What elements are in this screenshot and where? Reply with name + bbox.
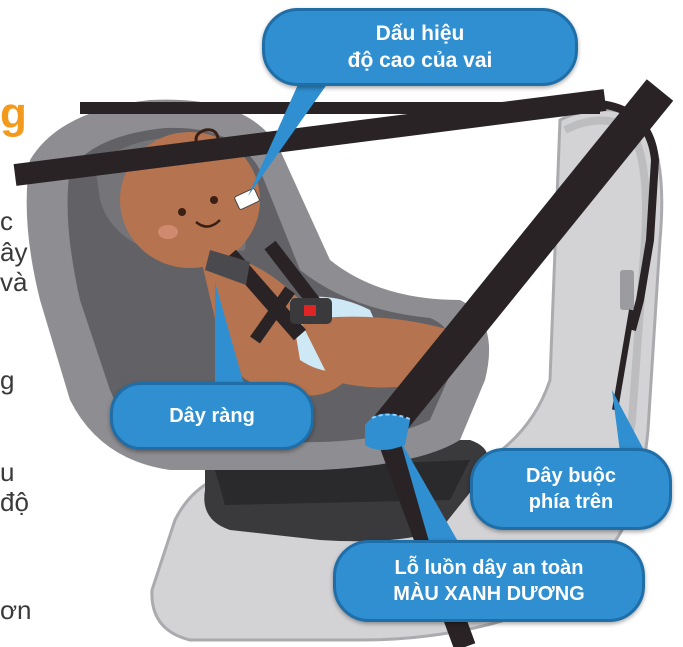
left-text-line: độ [0, 488, 29, 516]
belt-path-marker [365, 414, 410, 450]
callout-tether-line-1: Dây buộc [526, 463, 616, 489]
baby-eye-left [178, 208, 186, 216]
left-text-line: ơn [0, 596, 32, 624]
left-text-accent: g [0, 92, 27, 136]
callout-belt-line-2: MÀU XANH DƯƠNG [393, 581, 584, 607]
callout-belt-path: Lỗ luồn dây an toàn MÀU XANH DƯƠNG [333, 540, 645, 622]
callout-harness: Dây ràng [110, 382, 314, 450]
callout-harness-label: Dây ràng [169, 405, 255, 428]
callout-shoulder-line-2: độ cao của vai [348, 47, 493, 74]
callout-belt-line-1: Lỗ luồn dây an toàn [395, 555, 584, 581]
buckle-button [304, 305, 316, 316]
baby-cheek [158, 225, 178, 239]
left-text-line: u [0, 458, 14, 486]
left-text-line: g [0, 366, 14, 394]
callout-tether-line-2: phía trên [529, 489, 613, 515]
callout-shoulder-line-1: Dấu hiệu [376, 20, 465, 47]
left-text-line: c [0, 207, 13, 235]
left-text-line: và [0, 268, 27, 296]
callout-top-tether: Dây buộc phía trên [470, 448, 672, 530]
callout-shoulder-height-mark: Dấu hiệu độ cao của vai [262, 8, 578, 86]
seat-hinge [620, 270, 634, 310]
baby-eye-right [210, 196, 218, 204]
left-text-line: ây [0, 238, 27, 266]
